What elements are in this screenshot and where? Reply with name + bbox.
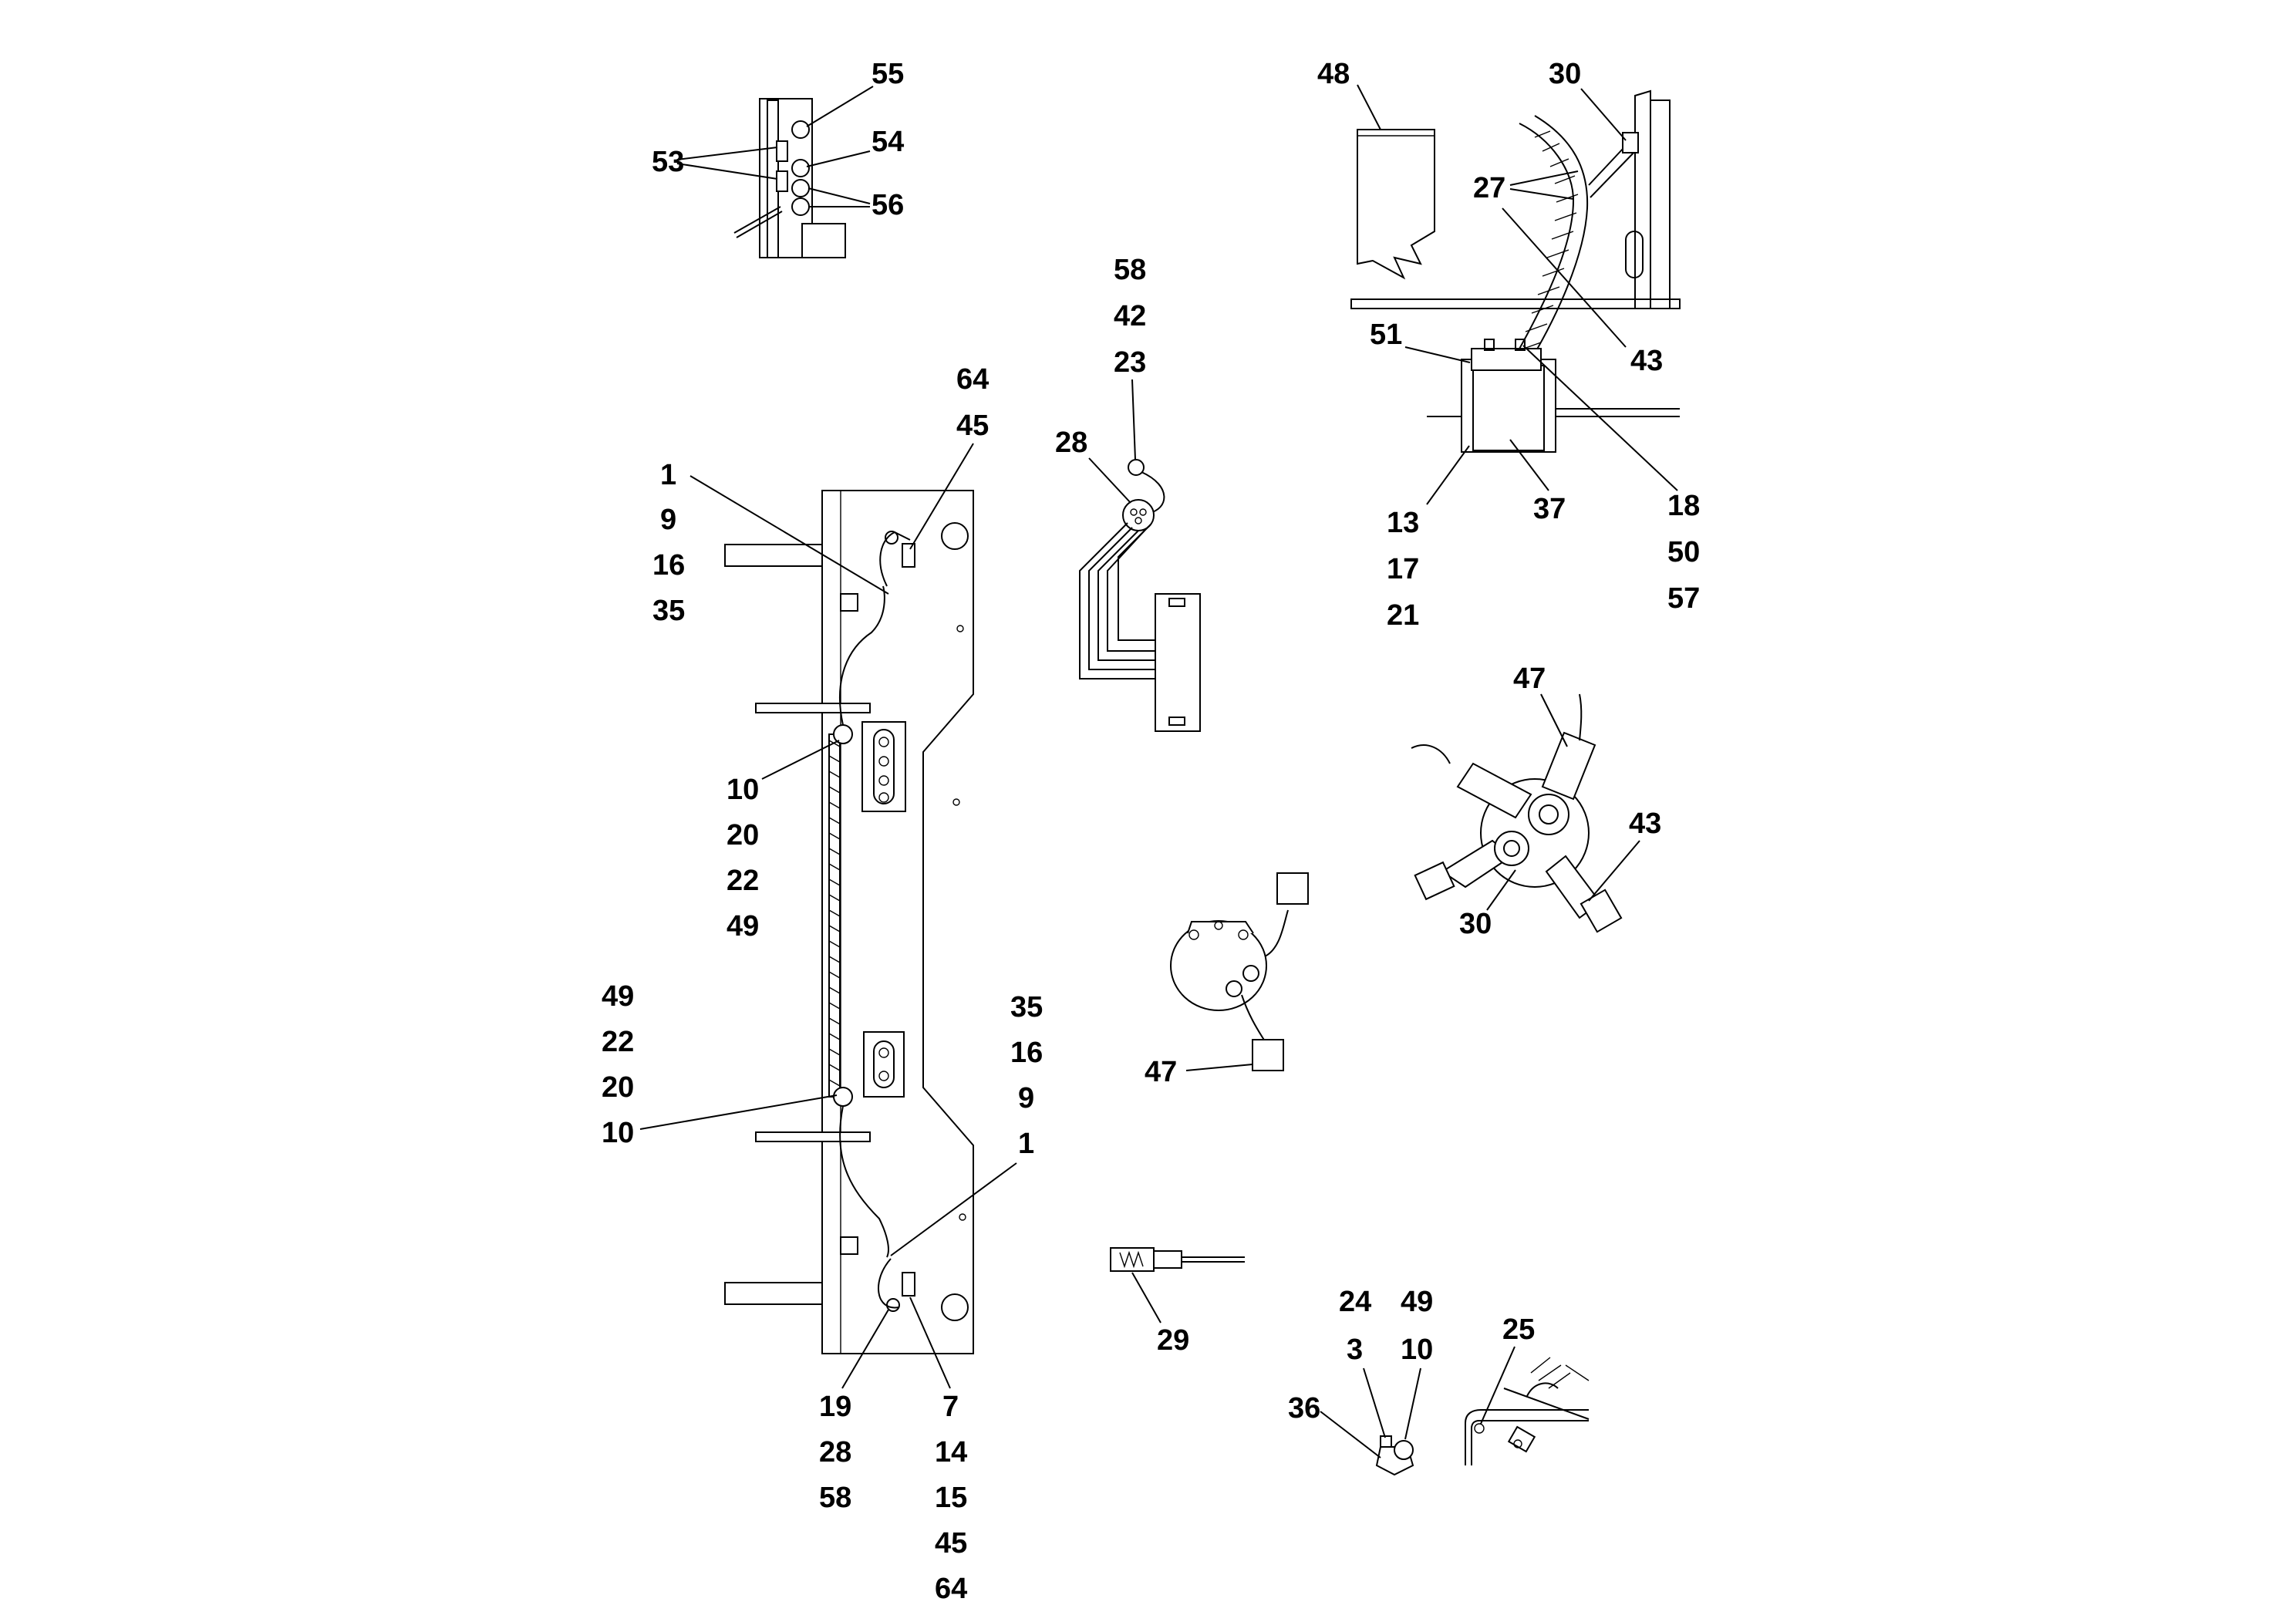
proximity-switch-detail <box>1375 1357 1590 1476</box>
callout-24: 24 <box>1339 1286 1371 1318</box>
callout-57: 57 <box>1667 582 1700 615</box>
callout-21: 21 <box>1387 599 1419 632</box>
callout-20-lower: 20 <box>602 1071 634 1104</box>
callout-16-lower: 16 <box>1010 1037 1043 1069</box>
motor-sensor <box>1170 872 1309 1071</box>
callout-20-upper: 20 <box>727 819 759 851</box>
callout-10-lower: 10 <box>602 1117 634 1149</box>
callouts-upper-right: 48 30 27 43 51 18 50 57 13 17 21 37 <box>1317 58 1700 632</box>
callout-22-lower: 22 <box>602 1026 634 1058</box>
callout-58-lower: 58 <box>819 1482 851 1514</box>
callout-45-lower: 45 <box>935 1527 967 1560</box>
callout-64: 64 <box>956 363 989 396</box>
callout-35: 35 <box>652 595 685 627</box>
callout-43-mid: 43 <box>1629 808 1661 840</box>
callout-16: 16 <box>652 549 685 582</box>
callout-9: 9 <box>660 504 676 536</box>
callout-1-lower: 1 <box>1018 1128 1034 1160</box>
callout-10-upper: 10 <box>727 774 759 806</box>
callouts-bottom-right: 24 3 49 10 25 36 <box>1288 1286 1535 1458</box>
callout-47-top: 47 <box>1513 663 1546 695</box>
callouts-right-mid: 47 43 30 <box>1459 663 1661 940</box>
callout-56: 56 <box>872 189 904 221</box>
callout-23: 23 <box>1114 346 1146 379</box>
callouts-pulley: 47 <box>1145 1056 1253 1088</box>
callout-37: 37 <box>1533 493 1566 525</box>
callout-1: 1 <box>660 459 676 491</box>
callout-22-upper: 22 <box>727 865 759 897</box>
callout-30-mid: 30 <box>1459 908 1492 940</box>
callout-54: 54 <box>872 126 904 158</box>
callout-7: 7 <box>942 1391 959 1423</box>
callout-18: 18 <box>1667 490 1700 522</box>
callouts-connector: 29 <box>1131 1272 1189 1357</box>
callout-47-lower: 47 <box>1145 1056 1177 1088</box>
callout-3: 3 <box>1347 1334 1363 1366</box>
callout-48: 48 <box>1317 58 1350 90</box>
callout-58: 58 <box>1114 254 1146 286</box>
callout-28-lower: 28 <box>819 1436 851 1469</box>
callout-30: 30 <box>1549 58 1581 90</box>
callouts-upper-mid: 58 42 23 28 <box>1055 254 1146 504</box>
callout-55: 55 <box>872 58 904 90</box>
switch-bracket-assembly <box>733 98 846 258</box>
callout-53: 53 <box>652 146 684 178</box>
callout-17: 17 <box>1387 553 1419 585</box>
callout-49-bottom: 49 <box>1401 1286 1433 1318</box>
callout-50: 50 <box>1667 536 1700 568</box>
callout-15: 15 <box>935 1482 967 1514</box>
callout-64-lower: 64 <box>935 1573 967 1605</box>
callout-35-lower: 35 <box>1010 991 1043 1023</box>
callout-43-top: 43 <box>1630 345 1663 377</box>
callout-19: 19 <box>819 1391 851 1423</box>
callout-27: 27 <box>1473 172 1505 204</box>
callouts-main-plate: 1 9 16 35 64 45 10 20 22 49 49 22 20 10 … <box>602 363 1043 1605</box>
callout-28: 28 <box>1055 427 1087 459</box>
sensor-switch-assembly <box>1411 693 1623 933</box>
callout-51: 51 <box>1370 319 1402 351</box>
callout-10-bottom: 10 <box>1401 1334 1433 1366</box>
callout-13: 13 <box>1387 507 1419 539</box>
callout-14: 14 <box>935 1436 967 1469</box>
callout-9-lower: 9 <box>1018 1082 1034 1114</box>
switch-harness <box>1079 459 1201 732</box>
callout-29: 29 <box>1157 1324 1189 1357</box>
callout-49-upper: 49 <box>727 910 759 943</box>
main-mounting-plate <box>724 490 974 1354</box>
callout-42: 42 <box>1114 300 1146 332</box>
callout-45: 45 <box>956 410 989 442</box>
callouts-top-left: 53 55 54 56 <box>652 58 904 221</box>
frame-harness-assembly <box>1350 89 1681 453</box>
callout-36: 36 <box>1288 1392 1320 1425</box>
callout-49-lower: 49 <box>602 980 634 1013</box>
callout-25: 25 <box>1502 1313 1535 1346</box>
connector-plug <box>1110 1247 1245 1272</box>
